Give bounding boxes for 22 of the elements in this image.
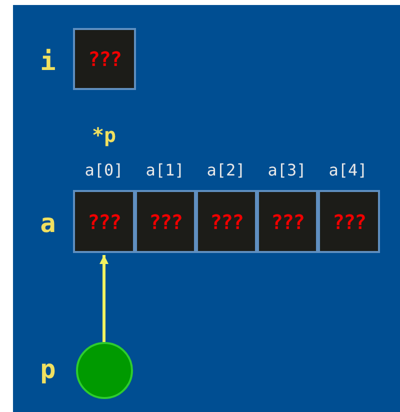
variable-name: a (40, 209, 56, 239)
memory-cell (135, 190, 196, 253)
memory-cell (73, 190, 135, 253)
index-label: a[0] (84, 160, 124, 180)
index-label: a[2] (206, 160, 246, 180)
index-label: a[4] (328, 160, 368, 180)
memory-cell (318, 190, 380, 253)
memory-cell (196, 190, 257, 253)
cell-value: ??? (88, 47, 122, 71)
pointer-arrow (100, 255, 108, 342)
cell-value: ??? (148, 210, 182, 234)
cell-value: ??? (87, 210, 121, 234)
memory-cell (257, 190, 318, 253)
variable-name: p (40, 355, 56, 385)
dereference-label: *p (92, 123, 116, 147)
index-label: a[3] (268, 160, 306, 180)
index-label: a[1] (146, 160, 184, 180)
variable-name: i (40, 47, 56, 77)
cell-value: ??? (270, 210, 304, 234)
memory-cell (73, 28, 136, 90)
cell-value: ??? (332, 210, 366, 234)
cell-value: ??? (210, 210, 244, 234)
